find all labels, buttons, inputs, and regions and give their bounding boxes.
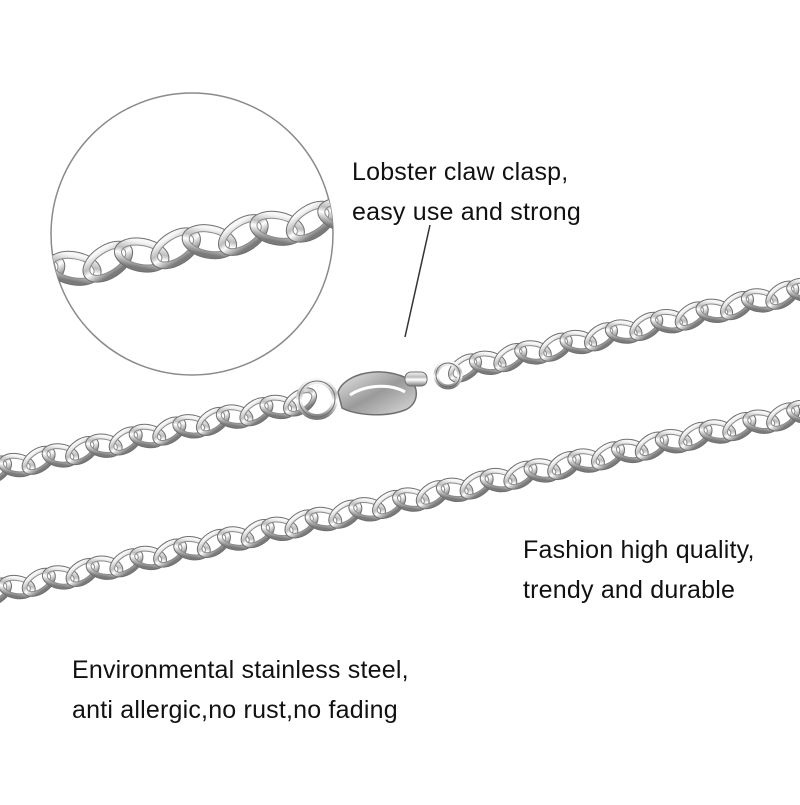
chain-link xyxy=(722,412,757,442)
caption-steel-line2: anti allergic,no rust,no fading xyxy=(72,696,398,724)
chain-link xyxy=(196,528,231,558)
chain-link xyxy=(239,397,274,427)
chain-link xyxy=(0,452,36,478)
chain-link xyxy=(611,438,649,464)
chain-link xyxy=(503,460,538,490)
caption-clasp: Lobster claw clasp, easy use and strong xyxy=(352,152,581,232)
chain-link xyxy=(415,480,450,510)
chain-link xyxy=(215,404,254,429)
chain-link xyxy=(328,499,363,529)
chain-link xyxy=(786,399,800,425)
chain-link xyxy=(0,574,36,600)
chain-link xyxy=(448,353,482,383)
chain-link xyxy=(590,441,626,471)
chain-link xyxy=(604,319,643,344)
chain-link xyxy=(108,426,143,456)
chain-link xyxy=(21,445,56,475)
caption-steel: Environmental stainless steel, anti alle… xyxy=(72,650,409,730)
chain-link xyxy=(317,197,333,233)
chain-link xyxy=(195,406,230,436)
chain-link xyxy=(479,467,518,493)
chain-link xyxy=(654,429,693,454)
chain-link xyxy=(629,311,664,342)
chain-link xyxy=(765,280,800,310)
chain-link xyxy=(742,409,780,434)
chain-link xyxy=(65,436,100,466)
chain-lower-strand xyxy=(0,399,800,607)
caption-clasp-line2: easy use and strong xyxy=(352,198,581,226)
chain-link xyxy=(786,277,800,303)
chain-link xyxy=(720,290,754,321)
caption-steel-line1: Environmental stainless steel, xyxy=(72,656,409,684)
chain-link xyxy=(766,402,800,432)
chain-link xyxy=(0,577,13,607)
chain-link xyxy=(584,322,618,352)
chain-upper-strand xyxy=(0,277,800,485)
chain-link xyxy=(240,519,275,549)
zoom-detail-circle xyxy=(50,92,334,376)
callout-line xyxy=(404,224,431,338)
chain-link xyxy=(468,350,507,375)
chain-link xyxy=(172,414,210,439)
chain-link xyxy=(82,240,134,283)
chain-link xyxy=(538,332,573,362)
chain-link xyxy=(249,210,305,246)
caption-clasp-line1: Lobster claw clasp, xyxy=(352,158,569,186)
chain-link xyxy=(41,443,80,468)
chain-link xyxy=(260,516,299,541)
chain-link xyxy=(218,214,269,256)
chain-link xyxy=(217,526,255,551)
chain-link xyxy=(392,487,430,512)
lobster-clasp xyxy=(296,360,463,420)
chain-link xyxy=(695,298,734,323)
chain-link xyxy=(85,555,124,580)
chain-link xyxy=(459,470,494,500)
chain-link xyxy=(547,450,582,481)
caption-quality-line1: Fashion high quality, xyxy=(523,536,755,564)
zoom-chain-links xyxy=(51,197,333,296)
chain-link xyxy=(128,423,167,449)
chain-link xyxy=(514,340,552,365)
chain-link xyxy=(740,288,779,313)
chain-link xyxy=(65,557,100,588)
chain-link xyxy=(304,506,343,532)
caption-quality: Fashion high quality, trendy and durable xyxy=(523,530,755,610)
chain-link xyxy=(567,448,605,473)
chain-link xyxy=(435,477,474,502)
chain-link xyxy=(698,419,737,444)
chain-link xyxy=(634,431,669,461)
chain-link xyxy=(150,227,201,270)
chain-link xyxy=(284,509,319,539)
chain-link xyxy=(259,394,297,420)
chain-link xyxy=(372,489,407,519)
caption-quality-line2: trendy and durable xyxy=(523,576,736,604)
chain-link xyxy=(153,538,188,568)
chain-link xyxy=(181,224,238,260)
chain-link xyxy=(152,416,187,446)
chain-link xyxy=(129,545,167,571)
chain-link xyxy=(21,567,56,597)
chain-link xyxy=(173,536,211,561)
chain-link xyxy=(41,565,80,590)
chain-link xyxy=(51,254,66,296)
chain-link xyxy=(348,497,386,522)
chain-link xyxy=(674,301,709,331)
chain-link xyxy=(114,237,170,273)
chain-link xyxy=(678,421,713,451)
chain-link xyxy=(650,309,688,334)
chain-link xyxy=(109,548,144,578)
chain-link xyxy=(85,433,123,458)
chain-link xyxy=(493,342,528,373)
chain-link xyxy=(523,458,562,483)
chain-link xyxy=(0,455,13,485)
chain-link xyxy=(559,329,598,355)
